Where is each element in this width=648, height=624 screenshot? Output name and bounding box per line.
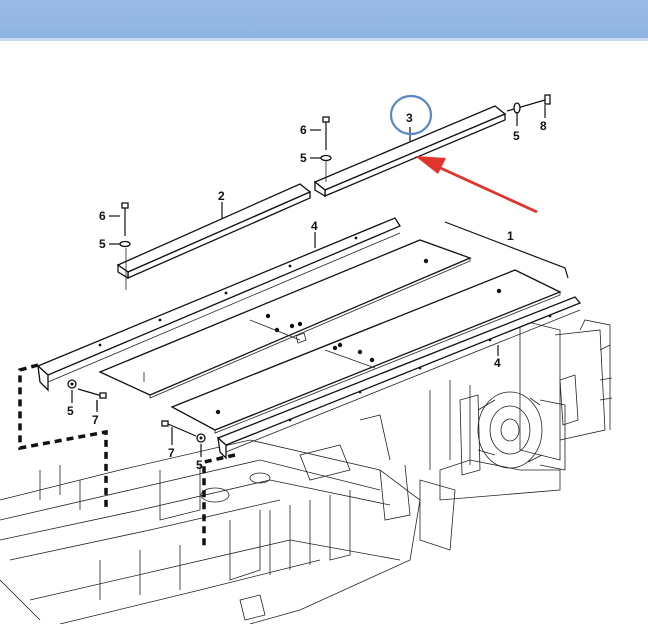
cover-3 xyxy=(313,105,507,198)
machine-frame xyxy=(0,319,613,624)
bolt-8 xyxy=(506,94,551,114)
top-header-bar xyxy=(0,0,648,41)
label-part-5-upper: 5 xyxy=(300,151,307,165)
cover-2 xyxy=(116,183,312,290)
dashed-leaders xyxy=(18,363,236,550)
label-part-5-left-bottom: 5 xyxy=(67,404,74,418)
label-part-6-lower: 6 xyxy=(99,209,106,223)
red-arrow xyxy=(415,156,538,214)
side-rail-4-left xyxy=(36,217,401,392)
label-part-5-lower: 5 xyxy=(99,237,106,251)
label-part-5-right-top: 5 xyxy=(513,129,520,143)
label-part-3: 3 xyxy=(406,111,413,125)
highlight-circle xyxy=(389,94,433,136)
callout-leaders xyxy=(71,105,569,457)
label-part-2: 2 xyxy=(218,189,225,203)
label-part-8: 8 xyxy=(540,119,547,133)
label-part-6-upper: 6 xyxy=(300,123,307,137)
part-labels: 3 2 4 1 4 6 5 6 5 5 8 5 7 7 5 xyxy=(67,111,547,472)
label-part-4-left: 4 xyxy=(311,219,318,233)
label-part-7-right: 7 xyxy=(168,446,175,460)
label-part-7-left: 7 xyxy=(92,413,99,427)
bolt-6-lower xyxy=(119,202,131,248)
bolt-7-left xyxy=(67,379,107,410)
bolt-7-right xyxy=(161,420,206,443)
label-part-5-right-bottom: 5 xyxy=(196,458,203,472)
bolt-6-upper xyxy=(320,116,332,182)
label-part-1: 1 xyxy=(507,229,514,243)
label-part-4-right: 4 xyxy=(494,356,501,370)
floor-plate-1 xyxy=(98,239,562,434)
side-rail-4-right xyxy=(216,296,582,460)
